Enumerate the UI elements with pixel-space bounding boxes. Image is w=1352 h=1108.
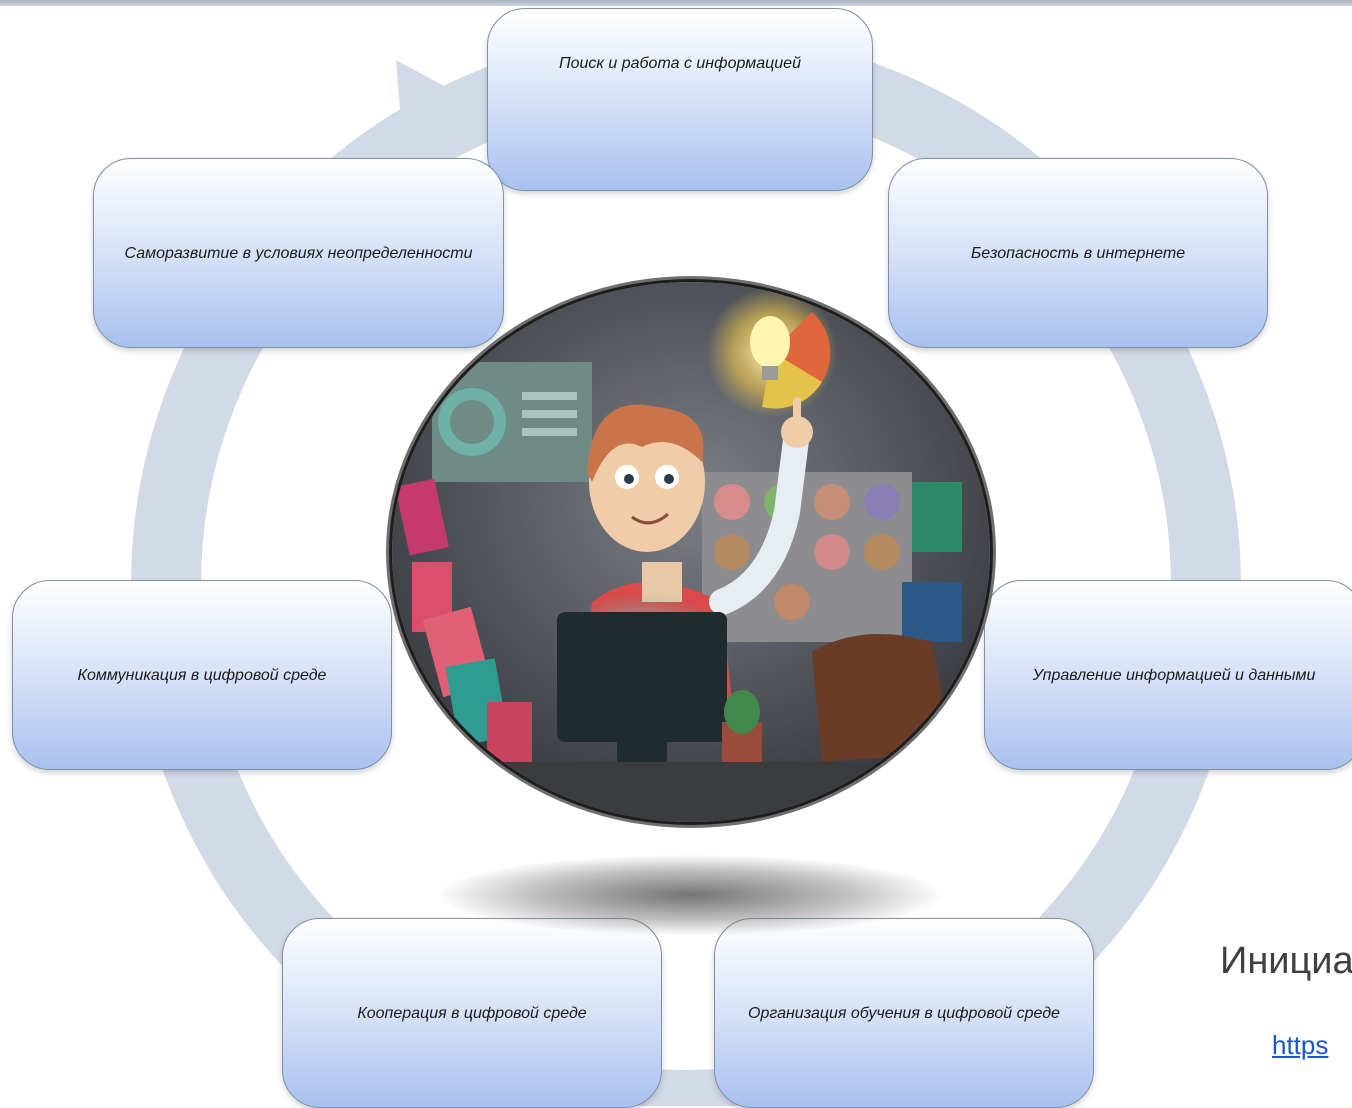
donut-chart-icon bbox=[438, 388, 506, 456]
node-internet-safety: Безопасность в интернете bbox=[888, 158, 1268, 348]
pupil bbox=[624, 474, 634, 484]
node-search-info: Поиск и работа с информацией bbox=[487, 8, 873, 191]
illustration-shadow bbox=[440, 855, 940, 935]
pie-chart-icon bbox=[774, 584, 810, 620]
binder-icon bbox=[902, 582, 962, 642]
pie-chart-icon bbox=[814, 484, 850, 520]
poster-line bbox=[522, 410, 577, 418]
cycle-arrow-head bbox=[396, 60, 470, 160]
person-finger bbox=[793, 397, 801, 427]
node-self-label: Саморазвитие в условиях неопределенности bbox=[124, 244, 473, 262]
person-hair bbox=[587, 404, 704, 482]
pupil bbox=[664, 474, 674, 484]
lightbulb-icon bbox=[750, 316, 790, 368]
node-safety-label: Безопасность в интернете bbox=[970, 244, 1186, 262]
poster-line bbox=[522, 392, 577, 400]
node-comm-label: Коммуникация в цифровой среде bbox=[77, 666, 327, 684]
pie-chart-icon bbox=[864, 534, 900, 570]
pie-chart-icon bbox=[814, 534, 850, 570]
node-self-development: Саморазвитие в условиях неопределенности bbox=[93, 158, 504, 348]
monitor-icon bbox=[557, 612, 727, 742]
poster-line bbox=[522, 428, 577, 436]
person-hand bbox=[781, 416, 813, 448]
node-data-management: Управление информацией и данными bbox=[984, 580, 1352, 770]
top-rule bbox=[0, 0, 1352, 6]
initiative-caption: Инициа bbox=[1220, 940, 1352, 982]
wall-poster-left bbox=[432, 362, 592, 482]
node-manage-label: Управление информацией и данными bbox=[1032, 666, 1316, 684]
cactus-icon bbox=[724, 690, 760, 734]
node-search-label: Поиск и работа с информацией bbox=[559, 55, 801, 72]
node-learn-label: Организация обучения в цифровой среде bbox=[748, 1004, 1060, 1022]
node-coop-label: Кооперация в цифровой среде bbox=[357, 1004, 587, 1022]
node-communication: Коммуникация в цифровой среде bbox=[12, 580, 392, 770]
binder-icon bbox=[395, 478, 449, 556]
center-illustration bbox=[392, 282, 990, 822]
person-face bbox=[589, 412, 705, 552]
person-raised-arm bbox=[709, 419, 810, 615]
node-learning-organization: Организация обучения в цифровой среде bbox=[714, 918, 1094, 1108]
person-smile bbox=[631, 512, 669, 525]
source-link[interactable]: https bbox=[1272, 1030, 1329, 1060]
pie-chart-icon bbox=[714, 534, 750, 570]
pie-chart-icon bbox=[714, 484, 750, 520]
bulb-pie-slice bbox=[772, 312, 831, 382]
bulb-base bbox=[762, 366, 778, 380]
binder-icon bbox=[912, 482, 962, 552]
node-cooperation: Кооперация в цифровой среде bbox=[282, 918, 662, 1108]
pie-chart-icon bbox=[864, 484, 900, 520]
